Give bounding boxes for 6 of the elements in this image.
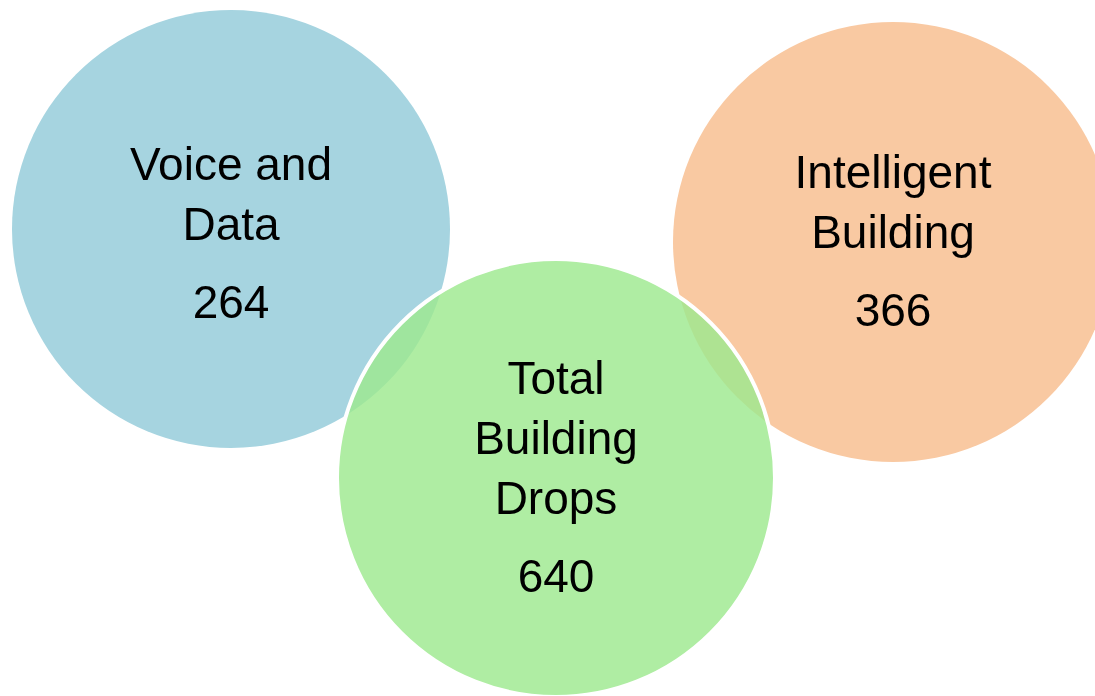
circle-title: Total Building Drops [473, 351, 639, 526]
count-value: 640 [517, 549, 595, 604]
circle-title: Voice and Data [128, 137, 334, 252]
count-value: 264 [192, 275, 270, 330]
circle-title: Intelligent Building [793, 145, 993, 260]
count-value: 366 [854, 283, 932, 338]
